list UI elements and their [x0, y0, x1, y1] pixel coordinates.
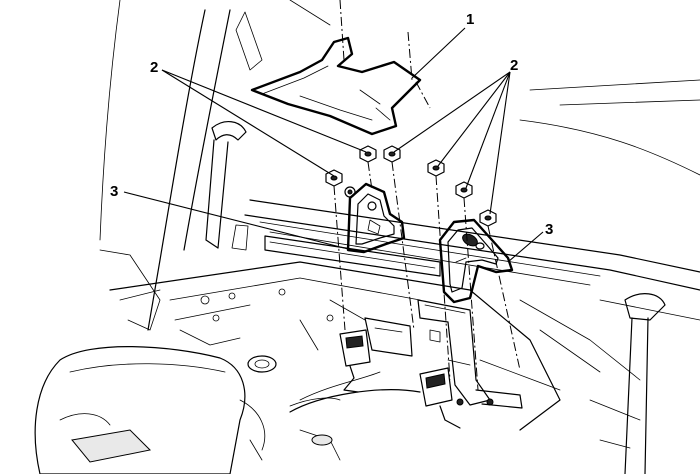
anchor-plate-right [438, 218, 514, 304]
callout-1: 1 [466, 11, 474, 28]
retaining-nuts [325, 145, 497, 227]
assembly-centerlines [333, 0, 521, 391]
anchor-bracket-frame [364, 299, 523, 409]
nut-right-3 [455, 181, 473, 199]
nut-right-4 [479, 209, 497, 227]
vehicle-interior [34, 0, 700, 474]
nut-right-2 [427, 159, 445, 177]
nut-left-2 [359, 145, 377, 163]
leader-lines [123, 27, 544, 263]
anchor-cover-plate [250, 36, 422, 136]
seat-belt-buckle-right [289, 367, 461, 429]
callout-labels: 1 2 2 3 3 [110, 11, 553, 238]
seat-belt-buckle-left [299, 329, 381, 401]
anchor-plate-left [346, 182, 406, 254]
callout-3-right: 3 [545, 221, 553, 238]
callout-2-left: 2 [150, 59, 158, 76]
callout-2-right: 2 [510, 57, 518, 74]
callout-3-left: 3 [110, 183, 118, 200]
nut-right-1 [383, 145, 401, 163]
